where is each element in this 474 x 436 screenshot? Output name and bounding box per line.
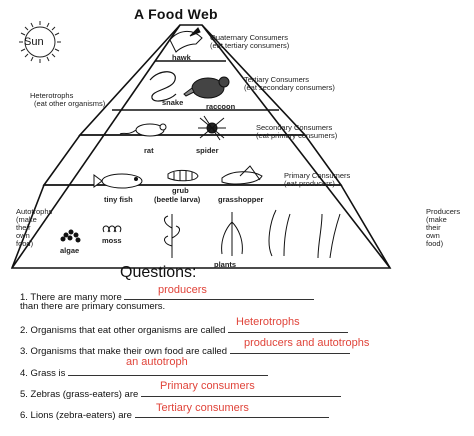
spider-label: spider	[196, 146, 219, 155]
autotrophs-title: Autotrophs	[16, 207, 53, 216]
question-6-blank[interactable]	[134, 407, 329, 418]
questions-heading: Questions:	[120, 264, 197, 281]
quaternary-sub: (eat tertiary consumers)	[210, 41, 290, 50]
question-4: 4. Grass is	[20, 365, 269, 379]
autotrophs-sub-4: food)	[16, 239, 34, 248]
grub-icon	[167, 169, 199, 182]
question-3: 3. Organisms that make their own food ar…	[20, 343, 350, 357]
primary-level: Primary Consumers (eat producers)	[284, 172, 350, 188]
rat-icon	[119, 123, 167, 137]
producers-sub-4: food)	[426, 239, 444, 248]
autotrophs-sub-1: (make	[16, 215, 37, 224]
plants-label: plants	[214, 260, 237, 269]
tertiary-title: Tertiary Consumers	[244, 75, 310, 84]
snake-icon	[149, 71, 177, 102]
plants-icon	[164, 209, 341, 259]
answer-4: an autotroph	[126, 356, 188, 368]
heterotrophs-label: Heterotrophs (eat other organisms)	[30, 92, 105, 108]
question-1: 1. There are many more	[20, 289, 315, 303]
answer-3: producers and autotrophs	[244, 337, 370, 349]
producers-sub-3: own	[426, 231, 440, 240]
question-1-cont: than there are primary consumers.	[20, 301, 166, 312]
moss-label: moss	[102, 236, 122, 245]
question-5-text: 5. Zebras (grass-eaters) are	[20, 389, 139, 400]
raccoon-icon	[183, 76, 230, 99]
raccoon-label: raccoon	[206, 102, 236, 111]
question-3-text: 3. Organisms that make their own food ar…	[20, 346, 227, 357]
moss-icon	[102, 225, 122, 233]
question-2-blank[interactable]	[228, 322, 349, 333]
question-1-text-a: 1. There are many more	[20, 292, 122, 303]
question-2: 2. Organisms that eat other organisms ar…	[20, 322, 349, 336]
producers-title: Producers	[426, 207, 461, 216]
grasshopper-label: grasshopper	[218, 195, 264, 204]
page-title: A Food Web	[134, 6, 218, 22]
question-4-text: 4. Grass is	[20, 368, 66, 379]
producers-sub-2: their	[426, 223, 441, 232]
grasshopper-icon	[221, 165, 263, 185]
quaternary-level: Quaternary Consumers (eat tertiary consu…	[210, 34, 289, 50]
secondary-title: Secondary Consumers	[256, 123, 333, 132]
question-4-blank[interactable]	[68, 365, 269, 376]
question-2-text: 2. Organisms that eat other organisms ar…	[20, 325, 226, 336]
producers-sub-1: (make	[426, 215, 447, 224]
hawk-label: hawk	[172, 53, 191, 62]
fish-icon	[93, 173, 143, 189]
tertiary-sub: (eat secondary consumers)	[244, 83, 335, 92]
heterotrophs-title: Heterotrophs	[30, 91, 74, 100]
spider-icon	[198, 115, 226, 141]
question-1-blank[interactable]	[124, 289, 315, 300]
secondary-sub: (eat primary consumers)	[256, 131, 338, 140]
algae-icon	[60, 229, 81, 243]
snake-label: snake	[162, 98, 184, 107]
question-5: 5. Zebras (grass-eaters) are	[20, 386, 341, 400]
answer-1: producers	[158, 284, 207, 296]
answer-5: Primary consumers	[160, 380, 255, 392]
answer-6: Tertiary consumers	[156, 402, 249, 414]
heterotrophs-sub: (eat other organisms)	[34, 99, 106, 108]
autotrophs-label: Autotrophs (make their own food)	[16, 208, 52, 248]
question-5-blank[interactable]	[140, 386, 341, 397]
autotrophs-sub-3: own	[16, 231, 30, 240]
answer-2: Heterotrophs	[236, 316, 300, 328]
beetle-larva-label: (beetle larva)	[154, 195, 201, 204]
primary-sub: (eat producers)	[284, 179, 335, 188]
secondary-level: Secondary Consumers (eat primary consume…	[256, 124, 337, 140]
question-6-text: 6. Lions (zebra-eaters) are	[20, 410, 132, 421]
sun-label: Sun	[24, 36, 44, 48]
producers-level: Producers (make their own food)	[426, 208, 460, 248]
hawk-icon	[169, 27, 203, 53]
question-6: 6. Lions (zebra-eaters) are	[20, 407, 329, 421]
quaternary-title: Quaternary Consumers	[210, 33, 288, 42]
tiny-fish-label: tiny fish	[104, 195, 133, 204]
question-3-blank[interactable]	[229, 343, 350, 354]
grub-label: grub	[172, 186, 189, 195]
autotrophs-sub-2: their	[16, 223, 31, 232]
tertiary-level: Tertiary Consumers (eat secondary consum…	[244, 76, 335, 92]
primary-title: Primary Consumers	[284, 171, 351, 180]
algae-label: algae	[60, 246, 80, 255]
rat-label: rat	[144, 146, 154, 155]
sun-icon	[19, 21, 61, 63]
pyramid-outline	[10, 24, 392, 269]
